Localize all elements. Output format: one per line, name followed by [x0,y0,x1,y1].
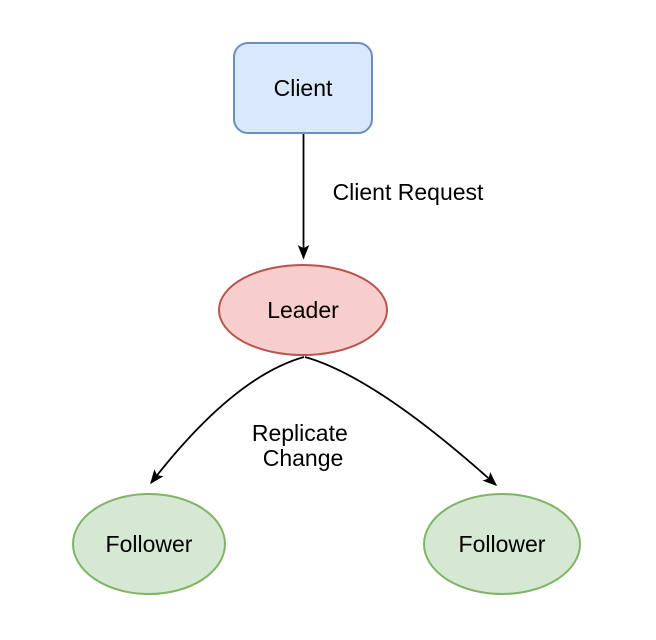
edge-label-replicate-change: Replicate Change [252,420,354,471]
follower-right-node-label: Follower [459,531,546,557]
edge-leader-to-follower-left [150,356,305,485]
leader-node [218,264,388,356]
edge-label-client-request: Client Request [333,179,484,205]
follower-left-node-label: Follower [106,531,193,557]
leader-node-label: Leader [267,297,339,323]
follower-left-node [72,493,226,595]
edge-leader-to-follower-right [304,356,498,486]
client-node [233,42,373,134]
edge-label-replicate-line2: Change [263,445,344,471]
client-node-label: Client [274,75,333,101]
follower-right-node [423,493,581,595]
edge-label-replicate-line1: Replicate [252,420,348,446]
